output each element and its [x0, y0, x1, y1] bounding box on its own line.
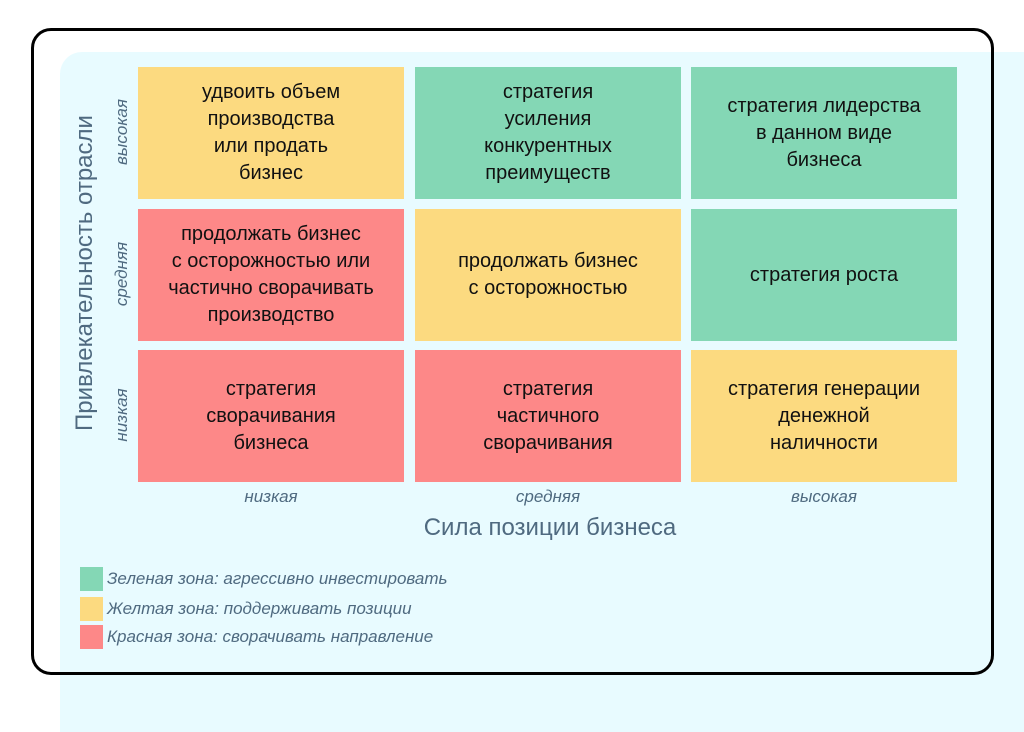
x-level-high: высокая — [791, 487, 857, 506]
matrix-cell: стратегия генерации денежной наличности — [691, 350, 957, 482]
legend-swatch — [80, 625, 103, 649]
legend-item-yellow: Желтая зона: поддерживать позиции — [80, 597, 412, 621]
y-level-high: высокая — [112, 99, 131, 165]
y-axis-title: Привлекательность отрасли — [71, 115, 98, 431]
matrix-cell: стратегия частичного сворачивания — [415, 350, 681, 482]
y-level-medium: средняя — [112, 241, 131, 307]
matrix-cell: удвоить объем производства или продать б… — [138, 67, 404, 199]
matrix-cell: стратегия роста — [691, 209, 957, 341]
legend-item-green: Зеленая зона: агрессивно инвестировать — [80, 567, 447, 591]
matrix-cell: продолжать бизнес с осторожностью — [415, 209, 681, 341]
matrix-cell: стратегия лидерства в данном виде бизнес… — [691, 67, 957, 199]
legend-item-red: Красная зона: сворачивать направление — [80, 625, 433, 649]
matrix-cell: стратегия усиления конкурентных преимуще… — [415, 67, 681, 199]
legend-label: Красная зона: сворачивать направление — [107, 627, 434, 646]
x-axis-title: Сила позиции бизнеса — [423, 514, 677, 541]
legend-label: Зеленая зона: агрессивно инвестировать — [107, 569, 448, 588]
matrix-frame — [31, 28, 994, 675]
legend-label: Желтая зона: поддерживать позиции — [107, 599, 412, 618]
legend-swatch — [80, 597, 103, 621]
y-level-low: низкая — [112, 388, 131, 442]
legend-swatch — [80, 567, 103, 591]
x-level-low: низкая — [244, 487, 298, 506]
x-level-medium: средняя — [515, 487, 581, 506]
matrix-cell: стратегия сворачивания бизнеса — [138, 350, 404, 482]
matrix-cell: продолжать бизнес с осторожностью или ча… — [138, 209, 404, 341]
